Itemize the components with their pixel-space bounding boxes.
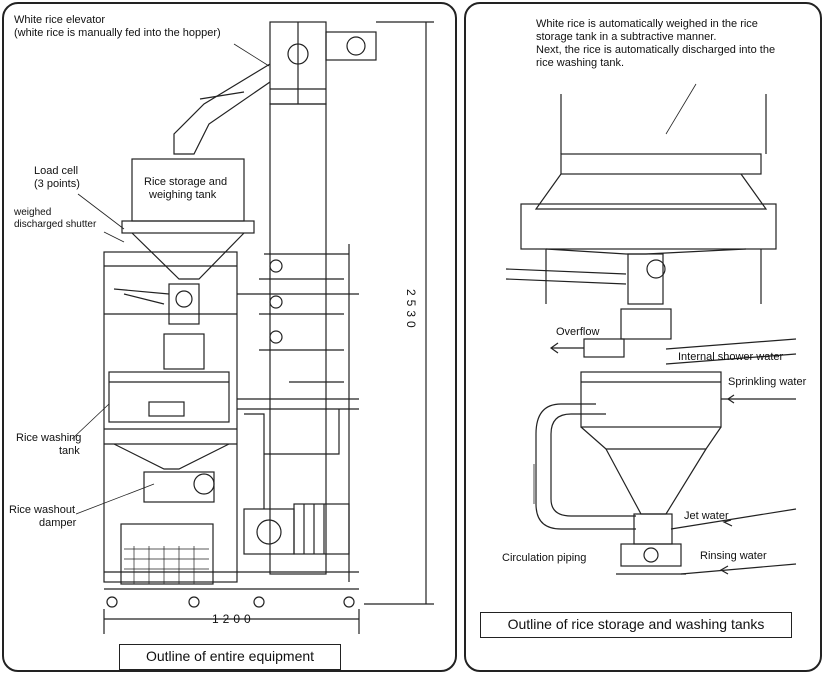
description-line-2: storage tank in a subtractive manner.: [536, 31, 717, 43]
rinsing-label: Rinsing water: [700, 550, 767, 562]
rice-basket: [120, 523, 214, 585]
washing-tank: [580, 371, 722, 428]
width-dimension: 1200: [212, 612, 255, 626]
internal-shower-label: Internal shower water: [678, 351, 784, 363]
shutter-label-1: weighed: [14, 207, 52, 218]
elevator-label-1: White rice elevator: [14, 14, 106, 26]
washing-label-1: Rice washing: [16, 432, 82, 444]
support-frame: [520, 203, 777, 250]
overflow-label: Overflow: [556, 326, 600, 338]
tanks-panel: White rice is automatically weighed in t…: [464, 2, 822, 672]
pump: [243, 508, 295, 555]
elevator-label-2: (white rice is manually fed into the hop…: [14, 27, 221, 39]
main-frame: [103, 251, 238, 583]
damper-label-1: Rice washout: [9, 504, 76, 516]
shutter-label-2: discharged shutter: [14, 219, 97, 230]
overflow-pipe: [583, 338, 625, 358]
circulation-label: Circulation piping: [502, 552, 587, 564]
washout-damper-right: [620, 543, 682, 567]
motor: [293, 503, 350, 555]
height-dimension: 2530: [404, 289, 418, 332]
loadcell-label-1: Load cell: [34, 165, 79, 177]
gauge-3-icon: [269, 330, 283, 344]
sprinkling-label: Sprinkling water: [728, 376, 807, 388]
entire-equipment-panel: White rice elevator (white rice is manua…: [2, 2, 457, 672]
storage-tank-top: [560, 153, 762, 175]
rice-washing-tank: [108, 371, 230, 423]
washing-label-2: tank: [59, 445, 80, 457]
description-line-3: Next, the rice is automatically discharg…: [536, 44, 776, 56]
tank-label-2: weighing tank: [149, 189, 217, 201]
gauge-1-icon: [269, 259, 283, 273]
description-line-4: rice washing tank.: [536, 57, 625, 69]
tank-label-1: Rice storage and: [144, 176, 228, 188]
washing-tank-cone: [605, 448, 707, 515]
loadcell-label-2: (3 points): [34, 178, 80, 190]
jet-water-label: Jet water: [684, 510, 729, 522]
right-caption: Outline of rice storage and washing tank…: [480, 612, 792, 638]
gauge-2-icon: [269, 295, 283, 309]
washout-damper: [143, 471, 215, 503]
left-caption: Outline of entire equipment: [119, 644, 341, 670]
description-line-1: White rice is automatically weighed in t…: [536, 18, 758, 30]
circulation-pipe: [535, 403, 636, 530]
tanks-drawing: [505, 83, 797, 575]
damper-label-2: damper: [39, 517, 77, 529]
entire-equipment-drawing: [71, 21, 434, 634]
elevator-chute: [173, 63, 271, 155]
